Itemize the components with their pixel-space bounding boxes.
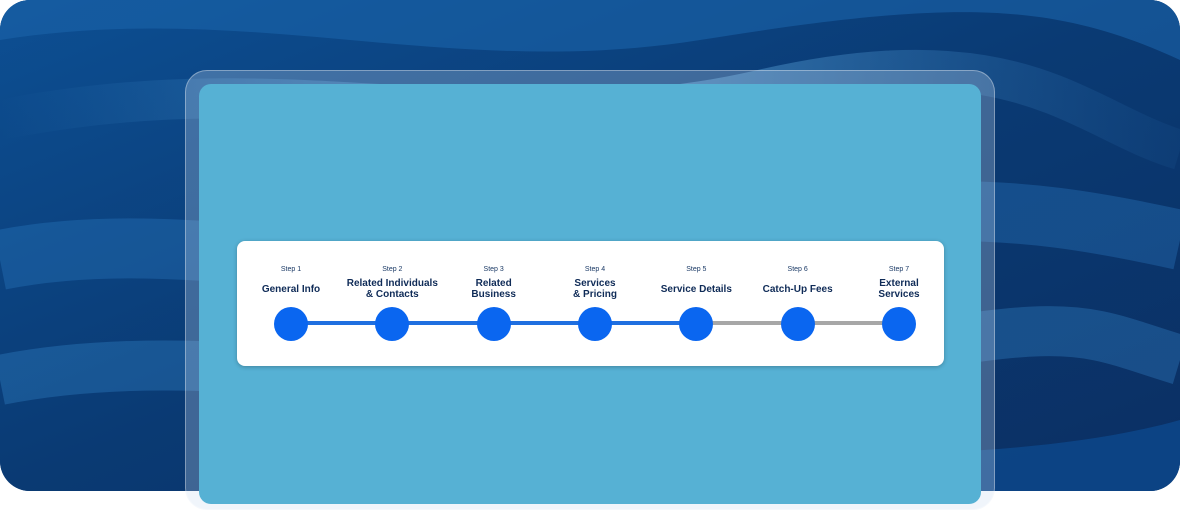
- step-indicator[interactable]: [274, 307, 308, 341]
- step-title: General Info: [261, 284, 321, 295]
- step-number: Step 5: [686, 266, 707, 273]
- step-connector: [291, 321, 393, 325]
- step-number: Step 2: [382, 266, 403, 273]
- step-connector: [595, 321, 697, 325]
- step-indicator[interactable]: [578, 307, 612, 341]
- step-number: Step 1: [280, 266, 302, 273]
- step-indicator[interactable]: [375, 307, 410, 341]
- step-title: Service Details: [660, 284, 732, 295]
- step-title: External Services: [878, 278, 920, 300]
- step-item[interactable]: Step 1 General Info: [236, 241, 346, 366]
- step-number: Step 7: [888, 266, 910, 273]
- step-connector: [493, 321, 595, 325]
- step-title: Related Individuals & Contacts: [346, 278, 438, 300]
- step-number: Step 4: [584, 266, 606, 273]
- step-item[interactable]: Step 5 Service Details: [641, 241, 751, 366]
- step-item[interactable]: Step 3 Related Business: [439, 241, 549, 366]
- step-item[interactable]: Step 7 External Services: [844, 241, 954, 366]
- step-number: Step 3: [483, 266, 504, 273]
- step-item[interactable]: Step 4 Services & Pricing: [540, 241, 650, 366]
- progress-stepper: Step 1 General Info Step 2 Related Individu…: [237, 241, 944, 366]
- step-indicator[interactable]: [780, 307, 815, 341]
- step-title: Related Business: [471, 278, 516, 300]
- step-title: Services & Pricing: [573, 278, 617, 300]
- step-indicator[interactable]: [679, 307, 714, 341]
- step-indicator[interactable]: [476, 307, 511, 341]
- step-indicator[interactable]: [882, 307, 916, 341]
- step-item[interactable]: Step 2 Related Individuals & Contacts: [337, 241, 447, 366]
- step-connector: [392, 321, 494, 325]
- step-connector: [696, 321, 798, 325]
- step-title: Catch-Up Fees: [762, 284, 833, 295]
- step-number: Step 6: [787, 266, 808, 273]
- step-item[interactable]: Step 6 Catch-Up Fees: [743, 241, 853, 366]
- step-connector: [797, 321, 899, 325]
